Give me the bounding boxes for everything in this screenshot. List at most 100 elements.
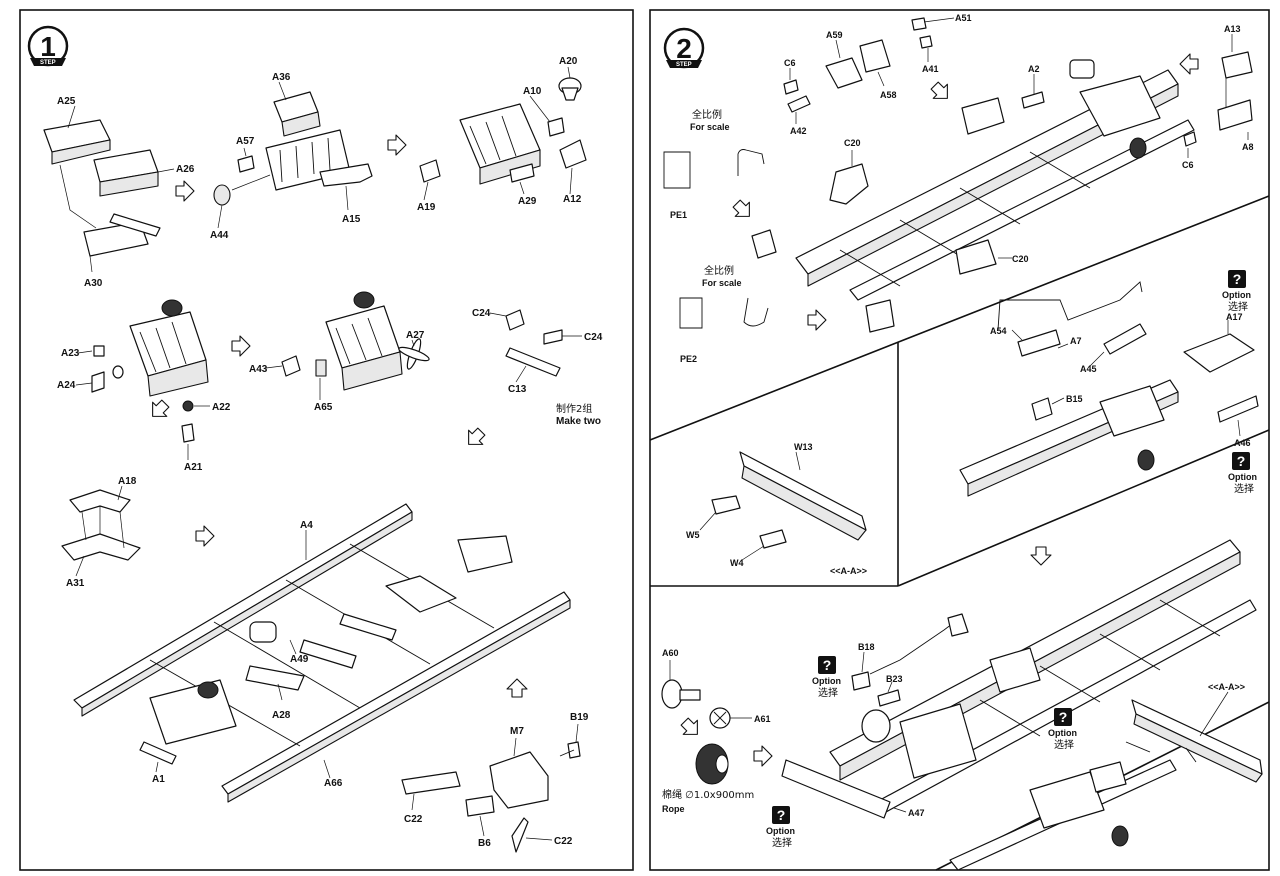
label-A22: A22 bbox=[212, 402, 231, 413]
question-icon bbox=[772, 806, 790, 824]
engine-assembly-4 bbox=[265, 291, 430, 400]
option-mark: ? bbox=[1237, 453, 1246, 469]
label-C20a: C20 bbox=[844, 138, 861, 148]
label-A15: A15 bbox=[342, 214, 361, 225]
label-C24b: C24 bbox=[584, 332, 603, 343]
flow-arrow-icon bbox=[175, 180, 195, 202]
section-ref-aa-2: <<A-A>> bbox=[1208, 682, 1245, 692]
chassis-lower bbox=[781, 539, 1257, 819]
chassis-middle bbox=[959, 281, 1259, 497]
label-A49: A49 bbox=[290, 654, 309, 665]
label-A51: A51 bbox=[955, 13, 972, 23]
make-two-en: Make two bbox=[556, 416, 601, 427]
flow-arrow-icon bbox=[677, 714, 705, 742]
label-A60: A60 bbox=[662, 648, 679, 658]
section-aa-inset bbox=[699, 451, 867, 561]
scale-label-cn-2: 全比例 bbox=[704, 264, 734, 277]
question-icon bbox=[1228, 270, 1246, 288]
step2-number: 2 bbox=[676, 33, 692, 64]
label-A26: A26 bbox=[176, 164, 195, 175]
label-A23: A23 bbox=[61, 348, 80, 359]
step1-panel: 1 STEP A25 A26 A30 bbox=[19, 9, 634, 871]
engine-block-assembly bbox=[213, 81, 373, 229]
flow-arrow-icon bbox=[1179, 53, 1199, 75]
winch-reel-assembly bbox=[661, 660, 752, 785]
option-badge-5: ? Option 选择 bbox=[1048, 708, 1077, 751]
label-C20b: C20 bbox=[1012, 254, 1029, 264]
make-two-cn: 制作2组 bbox=[556, 402, 592, 415]
label-C6b: C6 bbox=[1182, 160, 1194, 170]
label-A1: A1 bbox=[152, 774, 165, 785]
bracket-assembly bbox=[489, 309, 582, 383]
label-C24a: C24 bbox=[472, 308, 491, 319]
tow-hook-assembly bbox=[401, 723, 581, 853]
divider-line bbox=[897, 429, 1270, 587]
option-label-cn: 选择 bbox=[818, 686, 838, 699]
step1-badge: 1 STEP bbox=[27, 25, 69, 67]
option-label-cn: 选择 bbox=[1228, 300, 1248, 313]
label-A58: A58 bbox=[880, 90, 897, 100]
step2-top-parts bbox=[783, 17, 955, 124]
label-A19: A19 bbox=[417, 202, 436, 213]
step1-border bbox=[19, 9, 634, 871]
pe-scale-parts bbox=[663, 149, 769, 329]
label-A27: A27 bbox=[406, 330, 425, 341]
option-label-cn: 选择 bbox=[1054, 738, 1074, 751]
label-A54: A54 bbox=[990, 326, 1007, 336]
scale-label-en-1: For scale bbox=[690, 122, 730, 132]
label-B6: B6 bbox=[478, 838, 491, 849]
option-mark: ? bbox=[823, 657, 832, 673]
question-icon bbox=[1054, 708, 1072, 726]
label-A44: A44 bbox=[210, 230, 229, 241]
option-label-en: Option bbox=[812, 676, 841, 686]
label-A13: A13 bbox=[1224, 24, 1241, 34]
option-label-en: Option bbox=[1228, 472, 1257, 482]
label-C22b: C22 bbox=[554, 836, 573, 847]
crossmember-assembly bbox=[61, 485, 141, 577]
flow-arrow-icon bbox=[145, 396, 173, 424]
option-label-en: Option bbox=[1048, 728, 1077, 738]
option-label-en: Option bbox=[1222, 290, 1251, 300]
flow-arrow-icon bbox=[461, 424, 489, 452]
chassis-upper bbox=[795, 59, 1195, 301]
label-A57: A57 bbox=[236, 136, 255, 147]
flow-arrow-icon bbox=[807, 309, 827, 331]
label-B18: B18 bbox=[858, 642, 875, 652]
step2-badge: 2 STEP bbox=[663, 27, 705, 69]
option-label-en: Option bbox=[766, 826, 795, 836]
option-label-cn: 选择 bbox=[1234, 482, 1254, 495]
flow-arrow-icon bbox=[506, 678, 528, 698]
label-A28: A28 bbox=[272, 710, 291, 721]
step2-step-word: STEP bbox=[676, 62, 692, 68]
label-A36: A36 bbox=[272, 72, 291, 83]
scale-label-cn-1: 全比例 bbox=[692, 108, 722, 121]
step2-right-parts bbox=[1183, 34, 1253, 158]
option-mark: ? bbox=[777, 807, 786, 823]
label-C6a: C6 bbox=[784, 58, 796, 68]
label-A20: A20 bbox=[559, 56, 578, 67]
label-A25: A25 bbox=[57, 96, 76, 107]
label-A21: A21 bbox=[184, 462, 203, 473]
label-W5: W5 bbox=[686, 530, 700, 540]
flow-arrow-icon bbox=[387, 134, 407, 156]
label-A46: A46 bbox=[1234, 438, 1251, 448]
step2-panel: 2 STEP A51 A59 C6 A41 A58 A42 bbox=[649, 9, 1270, 871]
label-A43: A43 bbox=[249, 364, 268, 375]
label-W4: W4 bbox=[730, 558, 744, 568]
chassis-frame bbox=[73, 503, 571, 803]
divider-line bbox=[649, 195, 1270, 441]
label-B23: B23 bbox=[886, 674, 903, 684]
section-ref-aa-1: <<A-A>> bbox=[830, 566, 867, 576]
label-A61: A61 bbox=[754, 714, 771, 724]
label-A66: A66 bbox=[324, 778, 343, 789]
scale-label-en-2: For scale bbox=[702, 278, 742, 288]
label-A12: A12 bbox=[563, 194, 582, 205]
fan-icon bbox=[398, 338, 430, 370]
label-A45: A45 bbox=[1080, 364, 1097, 374]
flow-arrow-icon bbox=[231, 335, 251, 357]
label-C13: C13 bbox=[508, 384, 527, 395]
option-label-cn: 选择 bbox=[772, 836, 792, 849]
label-A17: A17 bbox=[1226, 312, 1243, 322]
flow-arrow-icon bbox=[195, 525, 215, 547]
